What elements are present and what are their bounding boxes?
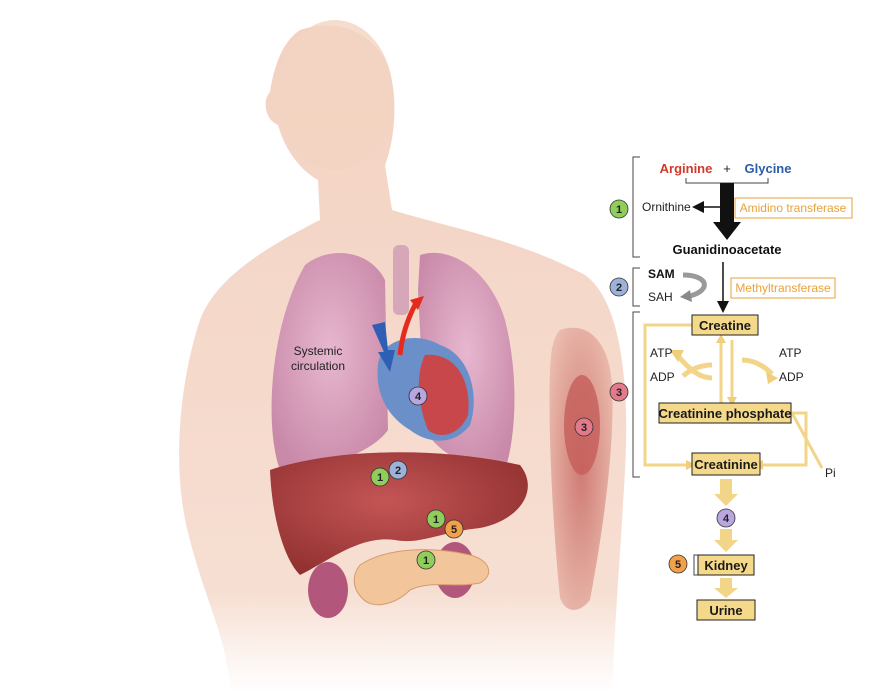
- amidino-transferase-box: [734, 197, 853, 219]
- sam-sah-curve: [682, 272, 707, 299]
- left-kidney: [308, 562, 348, 618]
- svg-text:1: 1: [616, 204, 622, 216]
- atp-adp-left-curve: [676, 354, 713, 381]
- body-badges: 4 1 2 1 5 1 3: [370, 386, 594, 570]
- svg-text:2: 2: [616, 282, 622, 294]
- atp-adp-left-curve2: [681, 362, 713, 378]
- arginine-label: Arginine: [660, 161, 713, 176]
- liver: [270, 452, 528, 575]
- badge-muscle-3: [574, 417, 594, 437]
- svg-text:3: 3: [616, 387, 622, 399]
- adp-left-label: ADP: [650, 370, 675, 384]
- atp-left-arrowhead: [670, 350, 684, 362]
- creatine-box: [691, 314, 759, 336]
- svg-text:4: 4: [723, 513, 730, 525]
- pathway-badge-2: [609, 277, 629, 297]
- bracket-step-5: [693, 554, 700, 576]
- left-lung: [271, 253, 388, 470]
- urine-box: [696, 599, 756, 621]
- pancreas: [353, 549, 490, 606]
- ornithine-label: Ornithine: [642, 200, 691, 214]
- bracket-step-3: [632, 311, 640, 478]
- badge-liver-2: [388, 460, 408, 480]
- svg-text:4: 4: [415, 391, 422, 403]
- yellow-flow: [643, 323, 824, 469]
- amidino-transferase-label: Amidino transferase: [740, 201, 847, 215]
- body-illustration: [179, 20, 627, 692]
- down-arrow-3: [714, 578, 738, 598]
- methyltransferase-box: [730, 277, 836, 299]
- atp-left-label: ATP: [650, 346, 672, 360]
- pathway-badge-5: [668, 554, 688, 574]
- sah-label: SAH: [648, 290, 673, 304]
- svg-text:2: 2: [395, 465, 401, 477]
- badge-liver-1: [370, 467, 390, 487]
- svg-text:1: 1: [433, 514, 439, 526]
- kidney-box: [697, 554, 755, 576]
- heart-left-ventricle: [418, 354, 469, 435]
- adp-right-arrowhead: [766, 372, 778, 384]
- creatinine-phosphate-label: Creatinine phosphate: [659, 406, 792, 421]
- creatine-label: Creatine: [699, 318, 751, 333]
- systemic-circulation-label-1: Systemic: [294, 344, 343, 358]
- svg-text:1: 1: [423, 555, 429, 567]
- svg-text:5: 5: [675, 559, 681, 571]
- systemic-circulation-label-2: circulation: [291, 359, 345, 373]
- pi-label: Pi: [825, 466, 836, 480]
- badge-heart-4: [408, 386, 428, 406]
- trachea: [393, 245, 409, 315]
- creatinine-box: [691, 452, 761, 476]
- down-arrow-2: [714, 529, 738, 552]
- bracket-step-2: [632, 267, 640, 307]
- flow-arrowhead-up-creatine: [716, 334, 726, 343]
- badge-pancreas-1: [416, 550, 436, 570]
- sam-label: SAM: [648, 267, 675, 281]
- flow-arrowhead-left-creatinine: [686, 460, 696, 470]
- main-down-arrow: [713, 183, 741, 240]
- svg-text:1: 1: [377, 472, 383, 484]
- plus-sign: +: [723, 161, 731, 176]
- atp-right-label: ATP: [779, 346, 801, 360]
- atp-adp-right-curve: [741, 357, 774, 376]
- red-arrowhead: [410, 296, 424, 310]
- flow-arrowhead-down-phosphate: [727, 397, 737, 406]
- urine-label: Urine: [709, 603, 742, 618]
- kidney-label: Kidney: [704, 558, 748, 573]
- head: [277, 20, 393, 170]
- methyltransferase-label: Methyltransferase: [735, 281, 831, 295]
- badge-kidney-1: [426, 509, 446, 529]
- systemic-outflow-arrow: [397, 301, 419, 356]
- glycine-label: Glycine: [745, 161, 792, 176]
- down-arrow-1: [714, 479, 738, 506]
- badge-kidney-5: [444, 519, 464, 539]
- guanidinoacetate-label: Guanidinoacetate: [672, 242, 781, 257]
- systemic-inflow-arrow: [372, 322, 395, 372]
- pathway-badge-4: [716, 508, 736, 528]
- adp-right-label: ADP: [779, 370, 804, 384]
- pathway: 1 2 3 Arginine + Glycine Ornithine Amidi…: [609, 156, 853, 621]
- creatinine-phosphate-box: [658, 402, 792, 424]
- pathway-badge-1: [609, 199, 629, 219]
- svg-text:3: 3: [581, 422, 587, 434]
- reactant-join-line: [685, 178, 769, 184]
- creatinine-label: Creatinine: [694, 457, 758, 472]
- bracket-step-1: [632, 156, 640, 258]
- svg-text:5: 5: [451, 524, 457, 536]
- sah-arrowhead: [680, 290, 692, 302]
- pathway-badge-3: [609, 382, 629, 402]
